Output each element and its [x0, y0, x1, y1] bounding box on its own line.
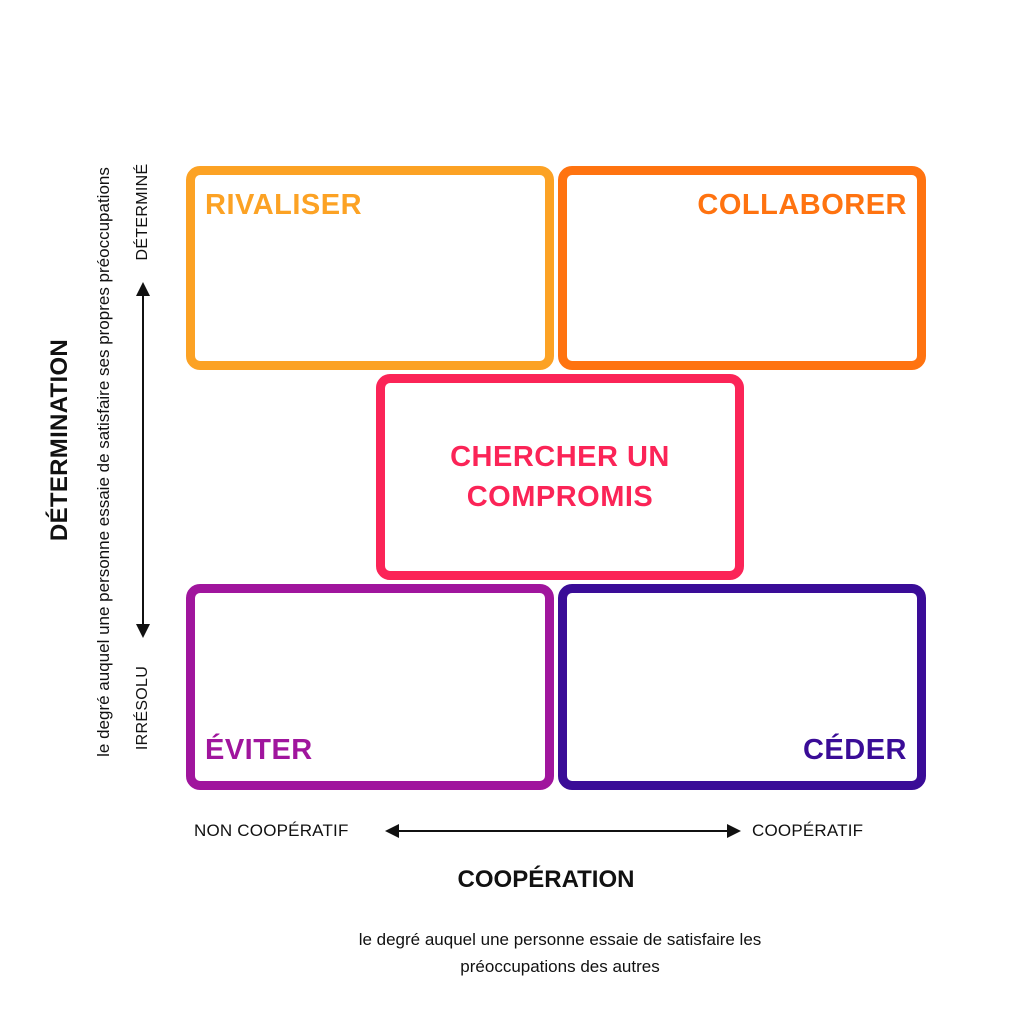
vertical-axis-arrow [136, 282, 150, 638]
ceder-label: CÉDER [802, 734, 907, 766]
eviter-label: ÉVITER [205, 734, 313, 766]
ceder-box: CÉDER [558, 584, 926, 790]
vertical-axis-description: le degré auquel une personne essaie de s… [94, 167, 113, 757]
compromis-box: CHERCHER UN COMPROMIS [376, 374, 744, 580]
vertical-axis-title: DÉTERMINATION [46, 338, 73, 542]
rivaliser-label: RIVALISER [205, 189, 363, 221]
horizontal-axis-low-label: NON COOPÉRATIF [194, 821, 349, 840]
rivaliser-box: RIVALISER [186, 166, 554, 370]
vertical-axis-low-label: IRRÉSOLU [134, 665, 151, 751]
horizontal-axis-arrow [385, 824, 741, 838]
collaborer-label: COLLABORER [697, 189, 907, 221]
collaborer-box: COLLABORER [558, 166, 926, 370]
horizontal-axis-high-label: COOPÉRATIF [752, 821, 864, 840]
compromis-label: CHERCHER UN COMPROMIS [450, 441, 670, 513]
eviter-box: ÉVITER [186, 584, 554, 790]
horizontal-axis-description: le degré auquel une personne essaie de s… [358, 930, 762, 976]
vertical-axis-high-label: DÉTERMINÉ [134, 163, 151, 261]
horizontal-axis-title: COOPÉRATION [457, 866, 635, 893]
